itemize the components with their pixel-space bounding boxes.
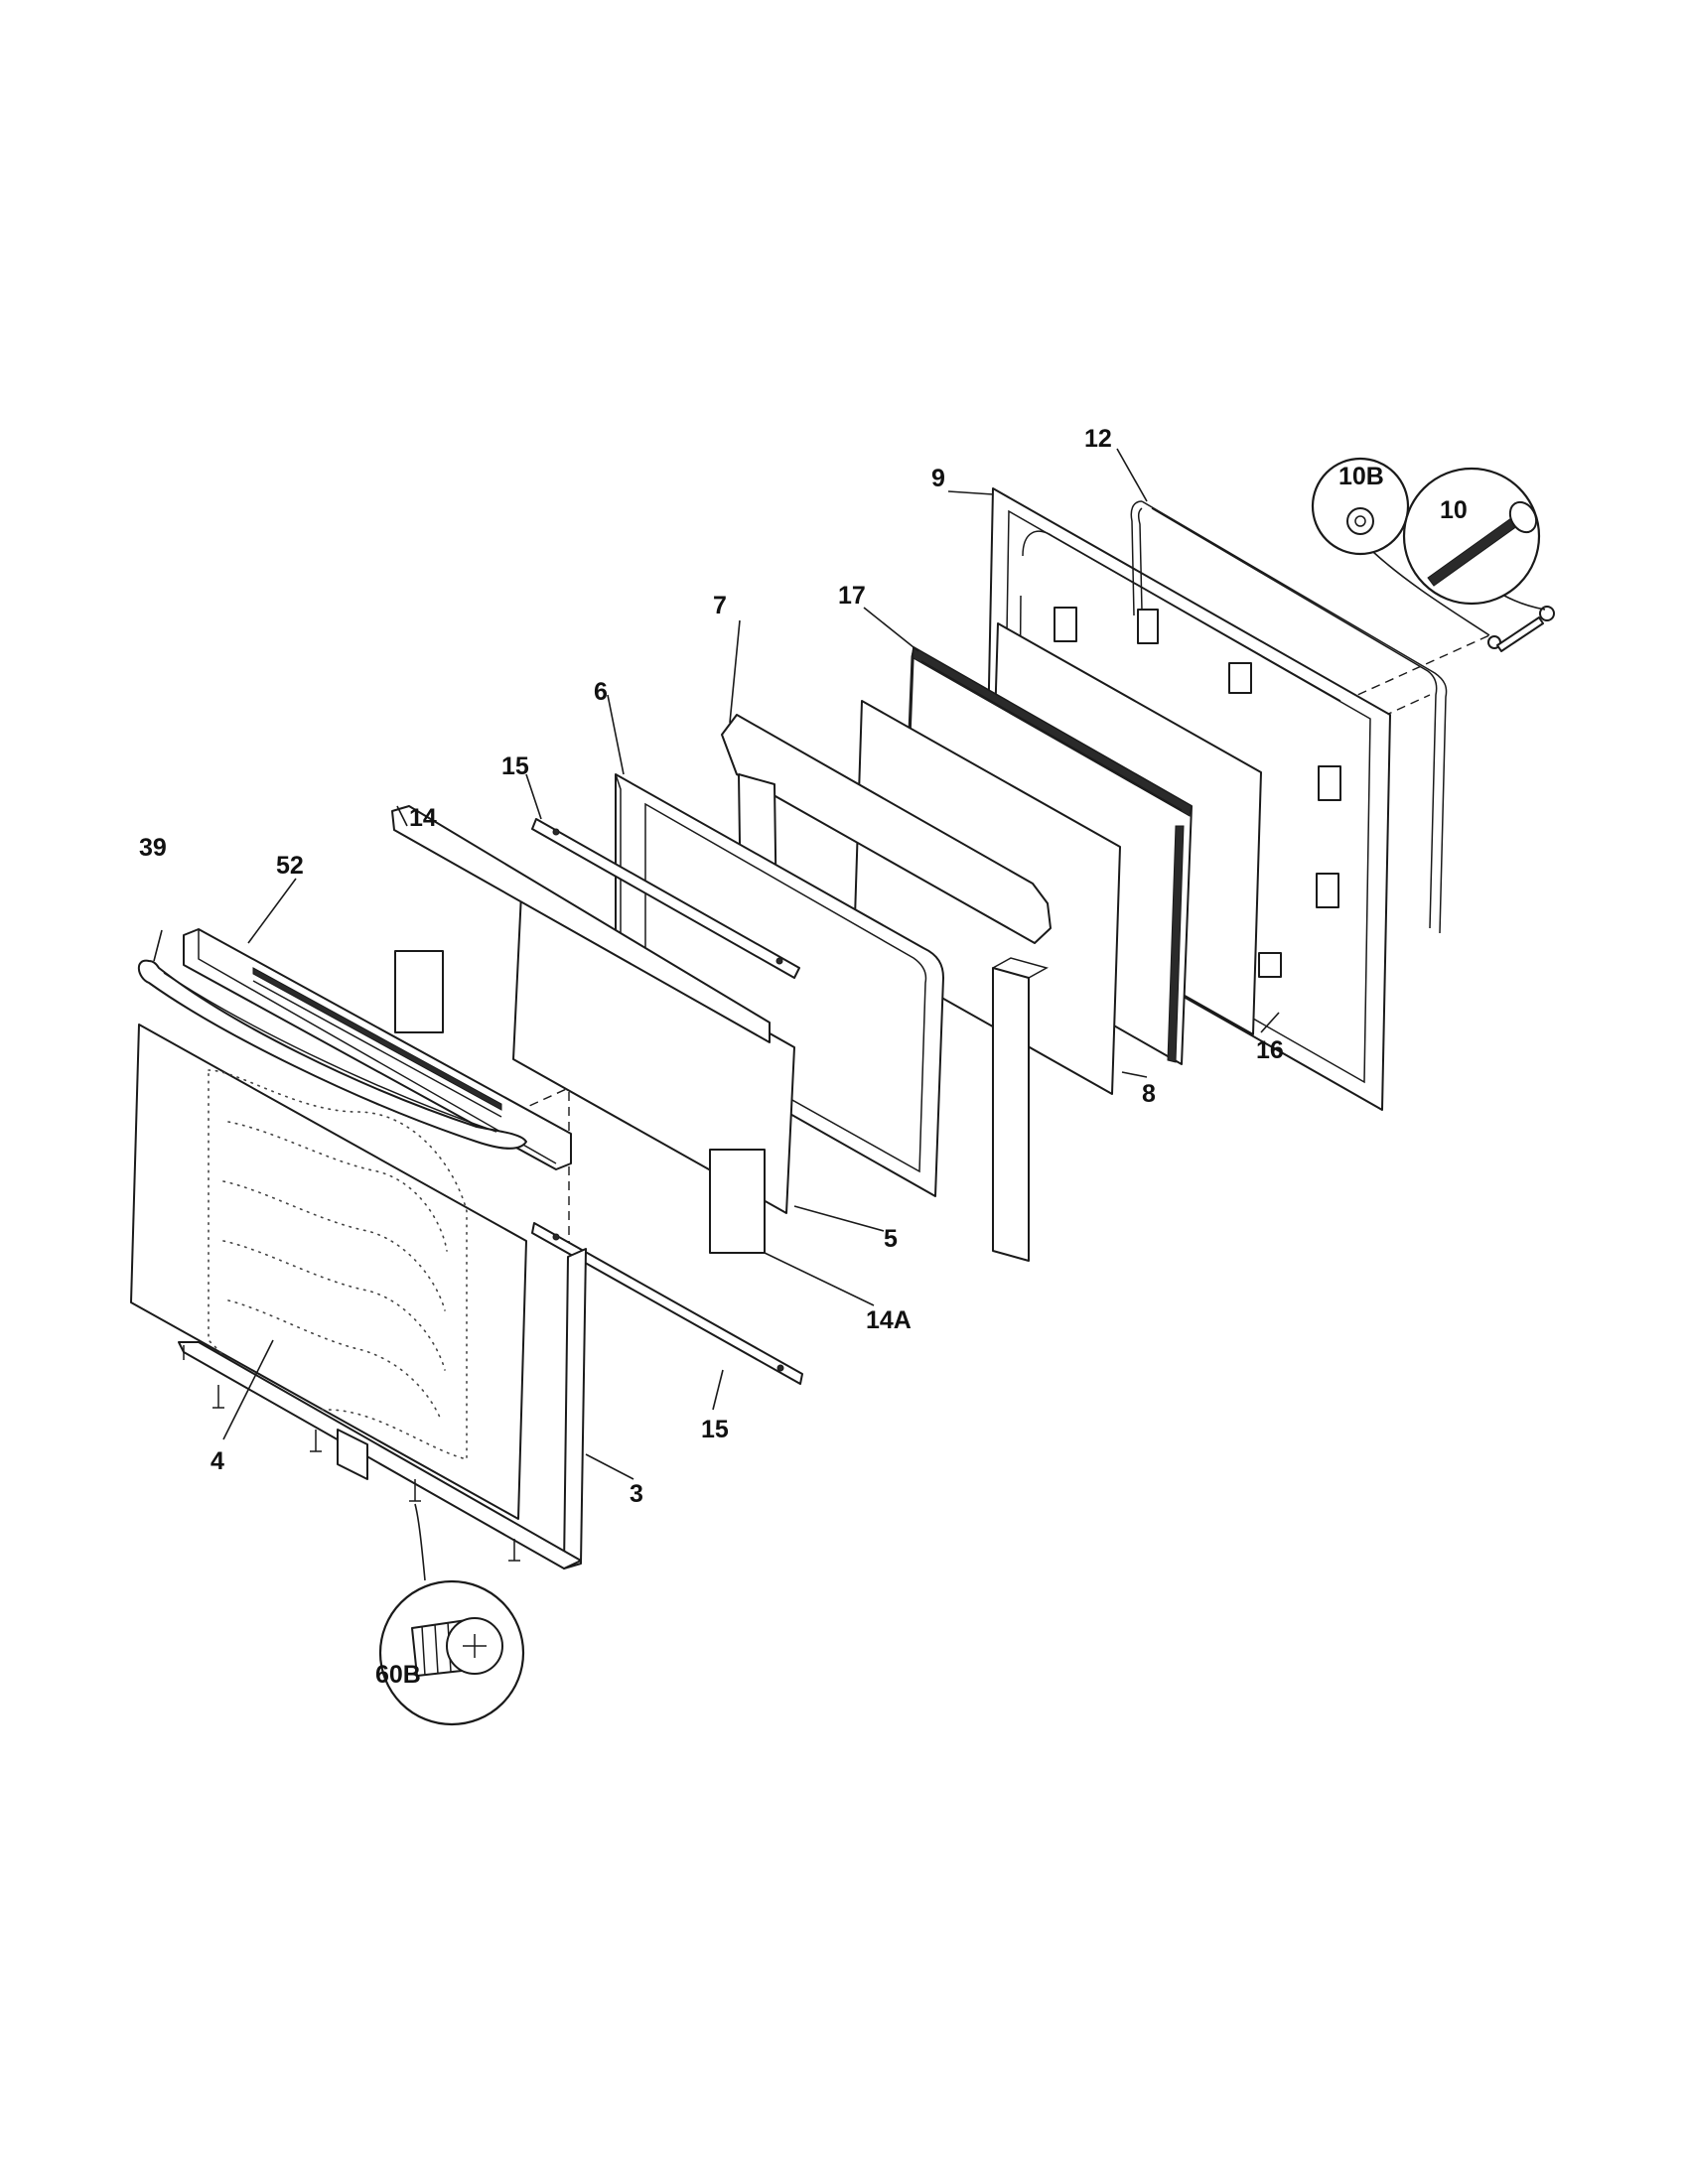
callout-16: 16 <box>1256 1036 1284 1064</box>
callout-39: 39 <box>139 834 167 862</box>
door-handle-39 <box>137 959 527 1150</box>
bubble-60b <box>378 1503 525 1726</box>
hinge-clip <box>1318 765 1341 801</box>
callout-12: 12 <box>1084 425 1112 453</box>
callout-7: 7 <box>713 592 727 619</box>
callout-17: 17 <box>838 582 866 610</box>
door-gasket-12 <box>1130 500 1448 934</box>
hinge-clip <box>1258 952 1282 978</box>
callout-10: 10 <box>1440 496 1468 524</box>
callout-14: 14 <box>409 804 437 832</box>
callout-60b: 60B <box>375 1661 421 1689</box>
hinge-clip <box>1228 662 1252 694</box>
callout-8: 8 <box>1142 1080 1156 1108</box>
hinge-clip <box>1137 609 1159 644</box>
hinge-pin-assembly <box>1487 606 1555 652</box>
callout-4: 4 <box>211 1447 224 1475</box>
callout-3: 3 <box>630 1480 643 1508</box>
latch-bracket <box>1054 607 1077 642</box>
rail-15-lower <box>531 1222 803 1385</box>
callout-15-lower: 15 <box>701 1416 729 1443</box>
rail-15-upper <box>531 818 800 979</box>
outer-door-frame-3 <box>178 1248 587 1570</box>
bubble-10b <box>1311 457 1490 636</box>
callout-52: 52 <box>276 852 304 880</box>
callout-6: 6 <box>594 678 608 706</box>
callout-10b: 10B <box>1338 463 1384 490</box>
leader-lines <box>153 448 1280 1480</box>
bubble-10 <box>1402 467 1546 611</box>
washer-icon <box>1346 507 1374 535</box>
insulation-strip-14 <box>391 805 771 1043</box>
hinge-clip <box>1316 873 1339 908</box>
insulation-pads-14a <box>394 950 766 1254</box>
callout-9: 9 <box>931 465 945 492</box>
pin-small <box>1496 616 1544 652</box>
callout-labels: 9 12 10B 10 17 7 6 15 14 39 52 16 8 5 14… <box>139 425 1468 1689</box>
vent-trim-52 <box>183 928 572 1170</box>
screws-60b <box>212 1385 520 1562</box>
callout-5: 5 <box>884 1225 898 1253</box>
callout-14a: 14A <box>866 1306 912 1334</box>
callout-15-upper: 15 <box>501 752 529 780</box>
